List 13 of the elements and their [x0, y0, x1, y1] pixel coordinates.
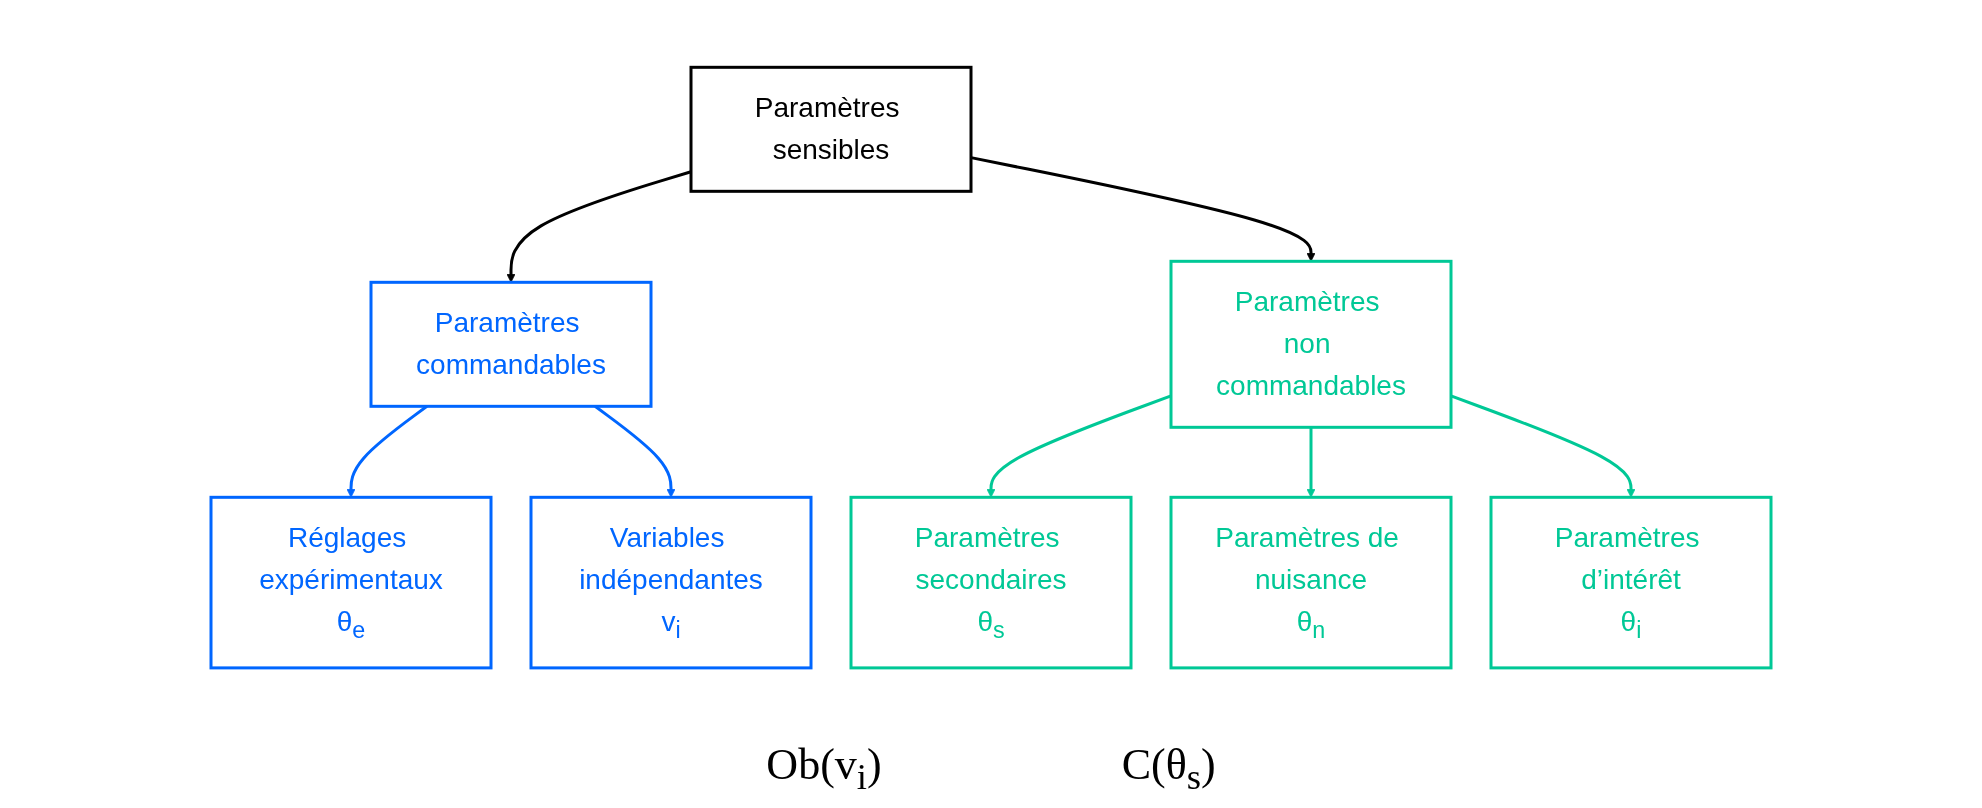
node-box: Paramètres d’intérêt θ$_{i}$ [1489, 495, 1773, 670]
node-box: Variables indépendantes v$_{i}$ [529, 495, 813, 670]
node-box: Paramètres non commandables [1169, 259, 1453, 429]
node-box: Paramètres commandables [369, 280, 653, 408]
node-box: Paramètres de nuisance θ$_{n}$ [1169, 495, 1453, 670]
arrow [986, 394, 1172, 498]
node-box: Paramètres secondaires θ$_{s}$ [849, 495, 1133, 670]
formula-label: Ob(v$_{i}$) [766, 739, 882, 798]
node-box: Paramètres sensibles [689, 65, 973, 193]
formula-label: C(θ$_{s}$) [1121, 739, 1216, 798]
arrow [1306, 427, 1316, 498]
arrow [506, 170, 692, 283]
node-box: Réglages expérimentaux θ$_{e}$ [209, 495, 493, 670]
